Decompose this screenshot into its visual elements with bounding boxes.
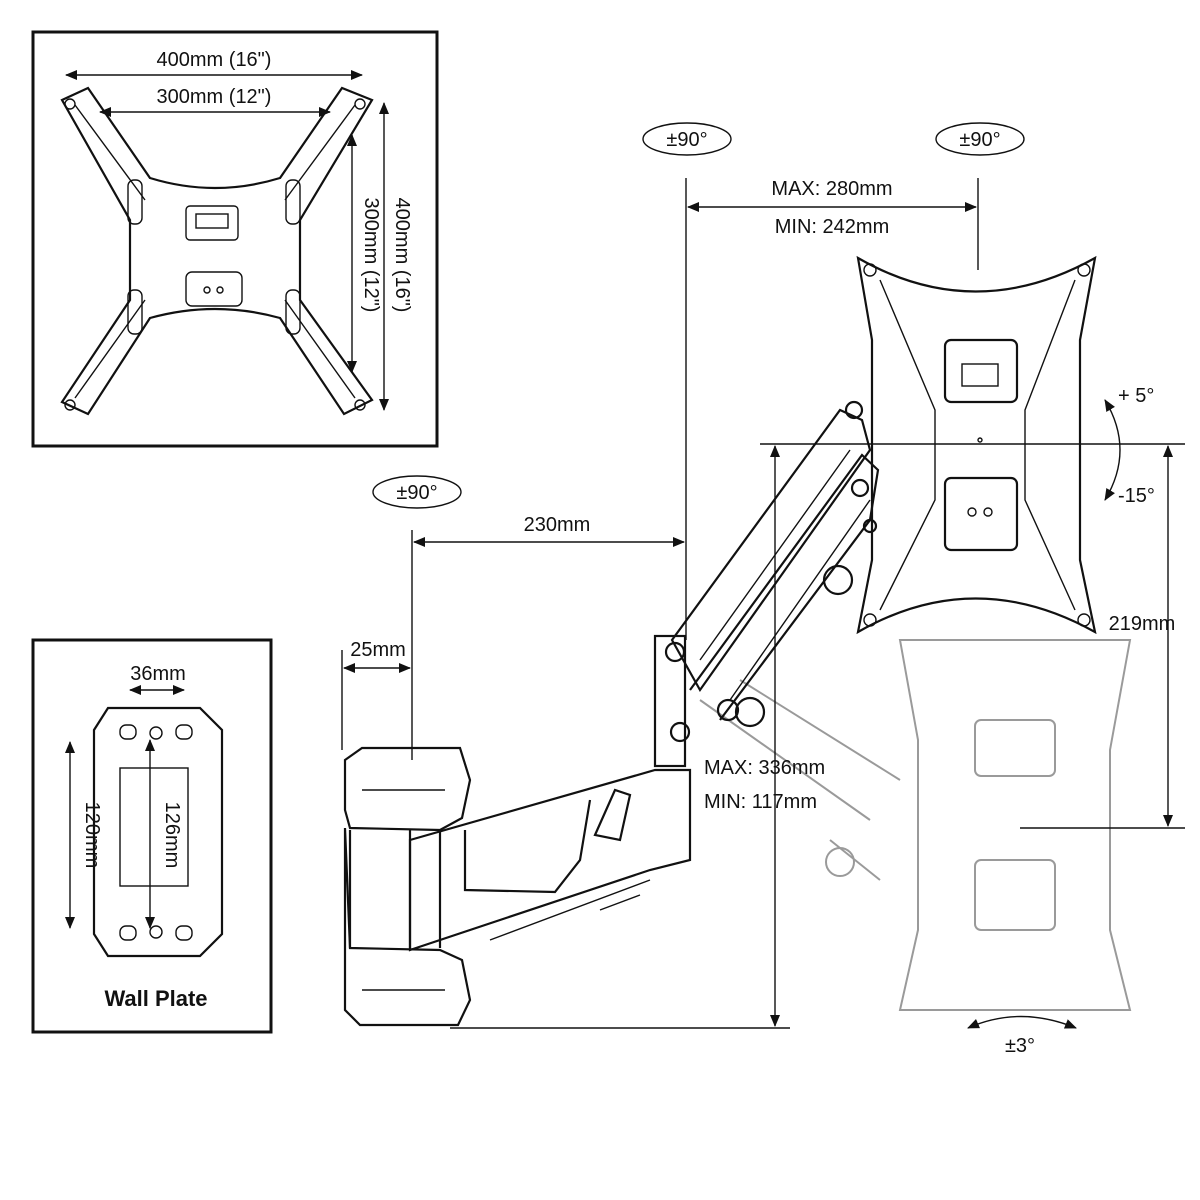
elbow-joint-drawing: [653, 634, 766, 768]
label-36: 36mm: [130, 663, 186, 685]
label-plate-25: 25mm: [350, 639, 406, 661]
label-300-vertical: 300mm (12"): [360, 198, 382, 313]
label-extension-max: MAX: 336mm: [704, 757, 825, 779]
vesa-bracket-drawing: [60, 86, 374, 416]
label-120: 120mm: [81, 802, 103, 869]
label-elbow-swivel: ±90°: [666, 129, 707, 151]
label-head-swivel: ±90°: [959, 129, 1000, 151]
wall-plate-drawing: [92, 706, 224, 958]
label-head-max: MAX: 280mm: [771, 178, 892, 200]
rotate-wall-icon: [372, 475, 462, 509]
label-extension-min: MIN: 117mm: [704, 791, 817, 813]
label-wall-swivel: ±90°: [396, 482, 437, 504]
label-400-horizontal: 400mm (16"): [157, 49, 272, 71]
rotate-elbow-icon: [642, 122, 732, 156]
wall-plate-border: [31, 638, 273, 1034]
label-126: 126mm: [161, 802, 183, 869]
label-level: ±3°: [1005, 1035, 1035, 1057]
label-arm-230: 230mm: [524, 514, 591, 536]
rotate-head-icon: [935, 122, 1025, 156]
label-head-min: MIN: 242mm: [775, 216, 889, 238]
label-tilt-up: + 5°: [1118, 385, 1154, 407]
lower-arm-drawing: [408, 768, 692, 952]
rotation-indicators: [372, 122, 1121, 1029]
wall-bracket-drawing: [343, 746, 472, 1027]
label-height-219: 219mm: [1109, 613, 1176, 635]
level-arc-icon: [967, 1015, 1077, 1029]
wall-plate-title: Wall Plate: [104, 986, 207, 1011]
label-300-horizontal: 300mm (12"): [157, 86, 272, 108]
retracted-head-ghost: [699, 639, 1132, 1011]
wall-plate-panel: 36mm 120mm 126mm Wall Plate: [31, 638, 273, 1034]
label-400-vertical: 400mm (16"): [391, 198, 413, 313]
vesa-panel-border: [31, 30, 439, 448]
vesa-pattern-panel: 400mm (16") 300mm (12") 300mm (12") 400m…: [31, 30, 439, 448]
tv-head-plate-drawing: [856, 255, 1097, 635]
label-tilt-down: -15°: [1118, 485, 1155, 507]
guide-lines: [341, 178, 1185, 1029]
tilt-arc-icon: [1104, 399, 1121, 501]
